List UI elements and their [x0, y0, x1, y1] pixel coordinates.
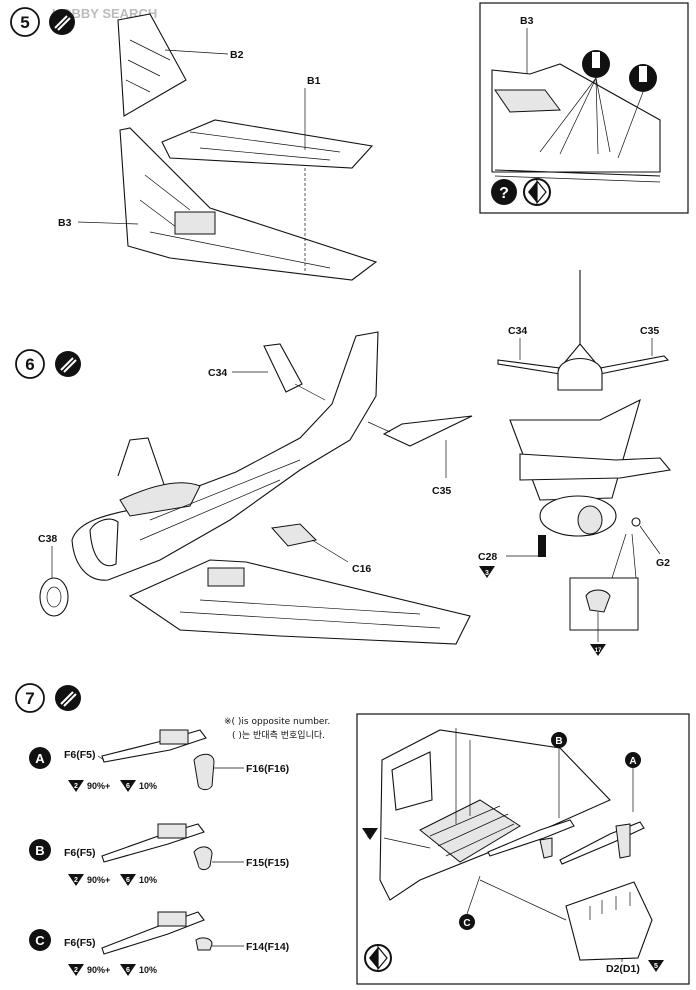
label-b3-detail: B3: [520, 15, 534, 27]
grip-label-a: F16(F16): [246, 763, 289, 775]
tail-fin-left: [117, 437, 169, 497]
marker-c-badge: [459, 914, 475, 930]
label-d2-panel: D2(D1): [606, 963, 640, 975]
lower-wing-assembly: [128, 559, 471, 645]
part-b3-lower-wing: [119, 127, 378, 281]
step-5-detail-box: B3 ?: [479, 2, 689, 214]
label-c35: C35: [432, 485, 451, 497]
label-c35-front: C35: [640, 325, 659, 337]
paint-pct-b2: 10%: [139, 875, 157, 885]
grip-part-a: [193, 753, 215, 791]
step-5-number-circle: [10, 7, 40, 37]
part-b2-wing: [117, 13, 187, 117]
part-d2-panel: [565, 881, 653, 961]
c28-color-number: 3: [485, 570, 489, 577]
cockpit-canopy: [119, 482, 201, 517]
paint-color-c2: 6: [126, 967, 130, 974]
variant-b-badge: [29, 839, 51, 861]
gun-label-c: F6(F5): [64, 937, 96, 949]
gun-part-b: [101, 823, 205, 863]
part-c34-stabilizer: [263, 343, 303, 393]
label-c34-front: C34: [508, 325, 527, 337]
gun-label-a: F6(F5): [64, 749, 96, 761]
label-b3: B3: [58, 217, 72, 229]
gun-part-a: [101, 729, 207, 763]
marker-a-badge: [625, 752, 641, 768]
panel-color-number: 5: [654, 963, 658, 970]
opposite-number-note-en: ※( )is opposite number.: [224, 717, 330, 727]
fuselage: [71, 331, 379, 581]
gun-part-c: [101, 911, 205, 955]
paint-color-marker: [479, 566, 495, 578]
label-g2: G2: [656, 557, 670, 569]
grip-part-b: [193, 846, 213, 871]
marker-a-letter: A: [629, 756, 636, 767]
opposite-number-note-kr: ( )는 반대측 번호입니다.: [232, 729, 325, 741]
step-7-detail-box: 5 B A C D2(D1) 5: [356, 713, 690, 985]
paint-color-marker: [648, 960, 664, 972]
paint-color-c1: 2: [74, 967, 78, 974]
gun-variant-b: B F6(F5) F15(F15) 2 90%+ 6 10%: [29, 823, 289, 886]
paint-color-a2: 6: [126, 783, 130, 790]
paint-pct-c2: 10%: [139, 965, 157, 975]
gun-variant-a: A F6(F5) F16(F16) 2 90%+ 6 10%: [29, 729, 289, 792]
label-c16: C16: [352, 563, 371, 575]
part-g2: [631, 517, 641, 527]
paint-color-a1: 2: [74, 783, 78, 790]
label-c34: C34: [208, 367, 227, 379]
part-c38-intake-ring: [39, 577, 69, 617]
step-6: 6 C34 C35 C38 C16: [15, 331, 473, 645]
glue-icon-brush: [54, 15, 71, 31]
part-c16: [271, 523, 318, 547]
paint-pct-c1: 90%+: [87, 965, 110, 975]
variant-a-badge: [29, 747, 51, 769]
step-6-tail-detail: C28 3 G2 17: [478, 398, 672, 656]
step-5: 5 B2 B1 B3: [10, 7, 378, 281]
step-7-number-circle: [15, 683, 45, 713]
label-b2: B2: [230, 49, 244, 61]
gear-bay-detail: [174, 211, 216, 235]
variant-c-badge: [29, 929, 51, 951]
step-6-number: 6: [25, 355, 34, 374]
grip-part-c: [195, 937, 213, 951]
paint-pct-b1: 90%+: [87, 875, 110, 885]
grip-label-c: F14(F14): [246, 941, 289, 953]
marker-b-badge: [551, 732, 567, 748]
question-icon: [491, 179, 517, 205]
paint-color-marker: [590, 644, 606, 656]
step-7: 7 ※( )is opposite number. ( )는 반대측 번호입니다…: [15, 683, 330, 976]
paint-pct-a2: 10%: [139, 781, 157, 791]
step-6-front-view: C34 C35: [497, 270, 670, 391]
variant-a-letter: A: [35, 751, 45, 766]
paint-color-b2: 6: [126, 877, 130, 884]
paint-pct-a1: 90%+: [87, 781, 110, 791]
label-c38: C38: [38, 533, 57, 545]
grip-label-b: F15(F15): [246, 857, 289, 869]
g2-color-number: 17: [595, 648, 602, 654]
leader-b2: [164, 49, 229, 55]
leader-b3: [77, 221, 139, 225]
step-7-number: 7: [25, 689, 34, 708]
variant-c-letter: C: [35, 933, 45, 948]
part-c28: [538, 535, 546, 557]
marker-c-letter: C: [463, 918, 470, 929]
marker-b-letter: B: [555, 736, 562, 747]
paint-color-b1: 2: [74, 877, 78, 884]
label-c28: C28: [478, 551, 497, 563]
part-b1-wing-panel: [161, 119, 374, 169]
gun-label-b: F6(F5): [64, 847, 96, 859]
label-b1: B1: [307, 75, 321, 87]
step-6-number-circle: [15, 349, 45, 379]
detail-gun-b: [487, 819, 575, 857]
step-5-number: 5: [20, 13, 29, 32]
paint-color-marker: [362, 828, 378, 840]
question-mark: ?: [499, 185, 509, 202]
gun-variant-c: C F6(F5) F14(F14) 2 90%+ 6 10%: [29, 911, 289, 976]
intake-lip: [89, 518, 119, 567]
part-c35-stabilizer: [382, 415, 473, 447]
variant-b-letter: B: [35, 843, 44, 858]
